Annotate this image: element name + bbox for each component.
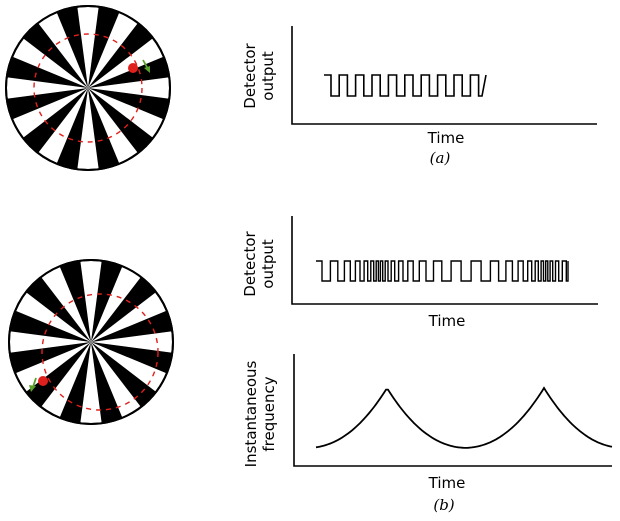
reticle-b-rim [8,259,174,425]
reticle-a-dark-sector [88,88,170,120]
plot-a-axes [291,26,597,125]
reticle-a-dark-sector [22,22,89,89]
reticle-b-image-spot [38,376,48,386]
reticle-a-dark-sector [6,56,89,88]
reticle-a-motion-arrow-icon [142,59,150,73]
reticle-b-sectors [9,260,173,424]
reticle-a-dark-sector [56,6,88,89]
reticle-b-dark-sector [91,276,157,342]
reticle-b-dark-sector [9,310,92,342]
plot-a-ylabel-line1: Detector [241,42,259,108]
plot-a-ylabel-line2: output [259,51,277,101]
detector-output-plot-b: Detector output Time [241,216,598,330]
reticle-a-dark-sector [88,88,154,154]
reticle-a-dark-sector [6,88,89,120]
reticle-a-sectors [6,6,170,170]
frequency-ylabel-line2: frequency [260,376,278,451]
reticle-a-dark-sector [88,22,154,89]
reticle-a-dark-sector [88,6,120,89]
reticle-b-scan-path [41,293,159,411]
plot-b-axes [291,216,598,305]
plot-b-ylabel-line1: Detector [241,230,259,296]
reticle-a-scan-path [33,33,143,143]
reticle-b-dark-sector [91,260,123,342]
reticle-b-dark-sector [91,342,173,374]
reticle-b-dark-sector [91,310,173,342]
reticle-a-dark-sector [88,88,120,170]
reticle-b-dark-sector [59,260,91,342]
plot-a-square-wave [324,74,487,97]
reticle-a-dark-sector [88,56,170,88]
detector-output-plot-a: Detector output Time (a) [241,26,597,167]
caption-a: (a) [430,149,451,167]
plot-a-xlabel: Time [427,129,465,147]
frequency-xlabel: Time [428,474,466,492]
reticle-b-motion-arrow-icon [29,377,37,392]
reticle-b-dark-sector [91,342,123,424]
frequency-curve [315,386,613,449]
reticle-b-dark-sector [9,342,92,374]
reticle-a-dark-sector [56,88,88,170]
plot-b-square-wave [316,260,569,282]
reticle-b-dark-sector [25,276,92,342]
caption-b: (b) [433,496,454,514]
frequency-plot-axes [293,354,612,467]
reticle-b [8,259,174,425]
reticle-b-dark-sector [59,342,91,424]
plot-b-xlabel: Time [428,312,466,330]
reticle-b-dark-sector [91,342,157,408]
reticle-a-dark-sector [22,88,89,154]
frequency-ylabel-line1: Instantaneous [242,361,260,468]
reticle-a-image-spot [128,63,138,73]
reticle-a [5,5,171,171]
reticle-a-rim [5,5,171,171]
plot-b-ylabel-line2: output [259,239,277,289]
instantaneous-frequency-plot: Instantaneous frequency Time (b) [242,354,613,514]
reticle-b-dark-sector [25,342,92,408]
